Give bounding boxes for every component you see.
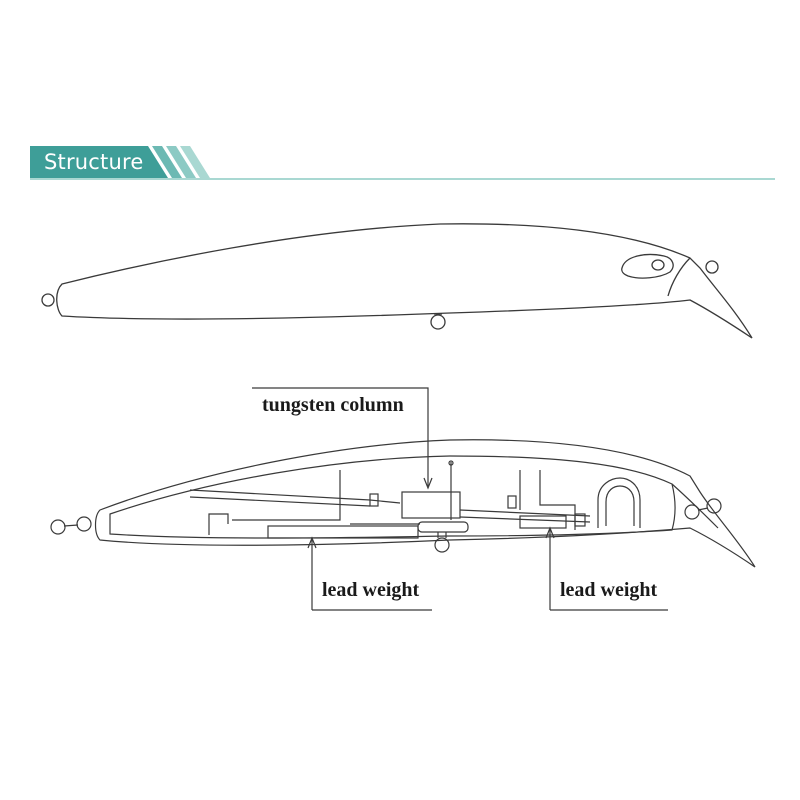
internal-lower-rod [459,509,591,517]
lure-exterior-body [56,223,753,339]
lure-exterior-tail-ring [41,293,55,307]
header-title-tab [30,146,168,178]
lead-weight-rear-shape [519,515,567,529]
tungsten-leader [252,387,429,486]
lead-weight-front-label: lead weight [322,579,420,601]
lead-weight-front-shape [267,525,419,539]
tungsten-column-shape [401,491,461,519]
tungsten-pivot-pin-head [448,460,454,466]
section-header [30,146,775,180]
lure-exterior-belly-ring [430,314,446,330]
internal-upper-rod [189,489,401,504]
tungsten-leader-arrow [423,477,433,490]
lure-exterior-view [41,223,753,339]
compartment-wall-mid-1 [232,470,341,521]
lure-exterior-eye [621,253,674,279]
stopper-block-2 [507,495,517,509]
header-stripe-3 [180,146,210,178]
stopper-block-3 [574,513,586,527]
head-weight-chamber-inner [605,485,635,526]
tail-split-ring [50,516,92,535]
lure-exterior-line-tie [705,260,719,274]
lure-exterior-pupil [651,259,665,271]
lure-cutaway-outer-shell [94,439,756,568]
callout-leaders [252,387,668,611]
internal-lower-rod-edge [459,516,591,523]
tungsten-column-label: tungsten column [262,394,404,416]
header-stripe-1 [152,146,182,178]
belly-hanger-plate [417,521,469,533]
belly-hanger-stem [437,532,447,538]
lure-exterior-lip [667,257,691,297]
header-stripe-2 [166,146,196,178]
stopper-block-1 [369,493,379,507]
lure-cutaway-view [50,439,756,568]
head-weight-chamber [597,477,641,528]
section-title: Structure [44,150,144,174]
belly-hanger-eye [434,537,450,553]
lead-weight-rear-arrow [545,526,555,539]
lead-weight-front-arrow [307,536,317,549]
nose-split-ring [684,498,722,520]
compartment-wall-front [208,513,229,535]
lead-weight-rear-label: lead weight [560,579,658,601]
